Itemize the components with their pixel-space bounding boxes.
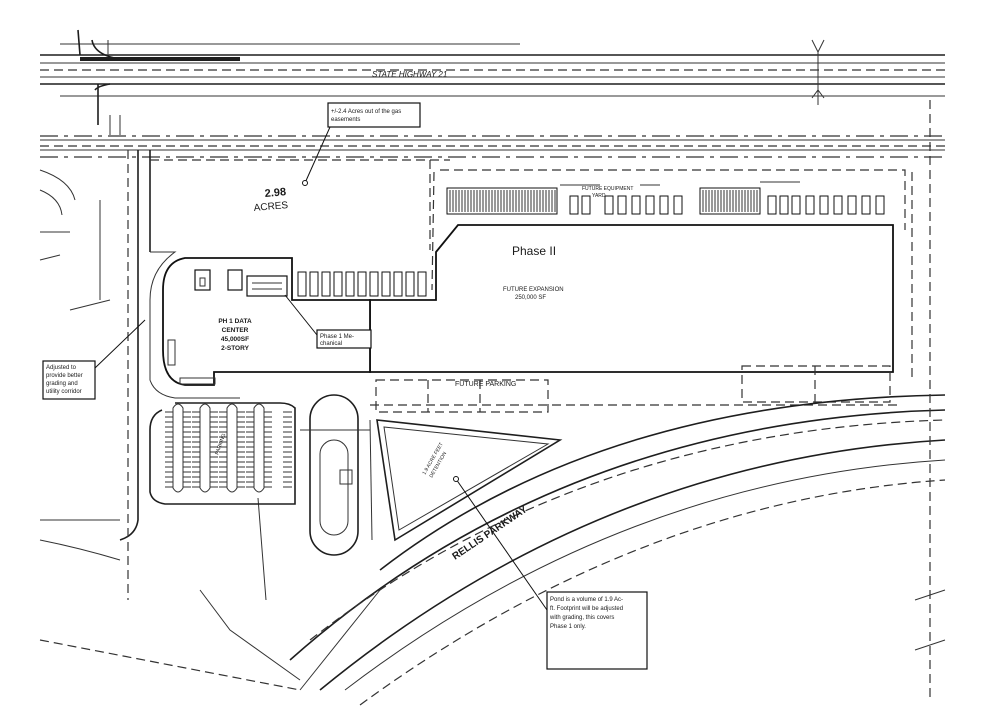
equipment-unit	[405, 271, 415, 297]
equipment-unit	[569, 195, 579, 215]
adjusted-note-2: provide better	[46, 373, 83, 379]
ph1-line-2: CENTER	[222, 327, 249, 334]
equipment-unit	[847, 195, 857, 215]
equipment-unit	[369, 271, 379, 297]
equipment-unit	[875, 195, 885, 215]
ph1-line-3: 45,000SF	[221, 336, 249, 343]
equipment-unit	[767, 195, 777, 215]
mechanical-note-1: Phase 1 Me-	[320, 334, 354, 340]
equipment-unit	[417, 271, 427, 297]
adjusted-note-3: grading and	[46, 381, 78, 387]
parking-island	[226, 403, 238, 493]
callout-mechanical: Phase 1 Me- chanical	[284, 294, 372, 349]
parking-island	[199, 403, 211, 493]
equipment-unit	[297, 271, 307, 297]
callout-gas-easement: +/-2.4 Acres out of the gas easements	[302, 102, 421, 186]
oval-drive	[300, 394, 370, 556]
parking-island	[172, 403, 184, 493]
equipment-unit	[631, 195, 641, 215]
equipment-unit	[333, 271, 343, 297]
phase-1-parking: PARKING	[149, 402, 296, 505]
detention-pond: 1.9 ACRE FEET DETENTION	[369, 419, 563, 542]
gas-easement-note-1: +/-2.4 Acres out of the gas	[331, 109, 401, 115]
east-side-lines	[914, 100, 946, 700]
state-highway-21: STATE HIGHWAY 21	[40, 29, 945, 125]
equipment-unit	[673, 195, 683, 215]
callout-adjusted: Adjusted to provide better grading and u…	[42, 319, 146, 400]
equipment-unit	[345, 271, 355, 297]
equipment-unit	[617, 195, 627, 215]
pond-note-1: Pond is a volume of 1.9 Ac-	[550, 597, 623, 603]
future-equipment-yard-label: YARD	[592, 193, 606, 199]
gas-easement-note-2: easements	[331, 117, 360, 123]
ph1-line-1: PH 1 DATA	[218, 318, 252, 325]
equipment-unit	[381, 271, 391, 297]
phase-1-data-center: PH 1 DATA CENTER 45,000SF 2-STORY	[149, 251, 427, 399]
mechanical-note-2: chanical	[320, 341, 342, 347]
callout-pond: Pond is a volume of 1.9 Ac- ft. Footprin…	[453, 476, 648, 670]
parking-island	[253, 403, 265, 493]
equipment-unit	[393, 271, 403, 297]
equipment-unit	[645, 195, 655, 215]
future-parking-label: FUTURE PARKING	[455, 381, 516, 388]
equipment-unit	[833, 195, 843, 215]
future-expansion-area: 250,000 SF	[515, 295, 546, 301]
equipment-unit	[581, 195, 591, 215]
rellis-parkway-label: RELLIS PARKWAY	[451, 504, 530, 562]
phase-2-label: Phase II	[512, 244, 556, 258]
equipment-unit	[819, 195, 829, 215]
equipment-unit	[321, 271, 331, 297]
equipment-unit	[861, 195, 871, 215]
ph1-line-4: 2-STORY	[221, 345, 249, 352]
future-parking: FUTURE PARKING	[370, 365, 900, 413]
equipment-unit	[779, 195, 789, 215]
acres-value: 2.98	[264, 186, 286, 200]
equipment-unit	[604, 195, 614, 215]
acres-unit: ACRES	[253, 200, 289, 214]
future-expansion-label: FUTURE EXPANSION	[503, 287, 564, 293]
adjusted-note-1: Adjusted to	[46, 365, 77, 371]
equipment-unit	[659, 195, 669, 215]
acres-parcel: 2.98 ACRES	[150, 159, 450, 250]
highway-label: STATE HIGHWAY 21	[372, 70, 447, 79]
west-boundary	[39, 150, 301, 691]
equipment-unit	[357, 271, 367, 297]
phase-2-building: Phase II FUTURE EXPANSION 250,000 SF	[369, 169, 913, 380]
pond-note-2: ft. Footprint will be adjusted	[550, 606, 623, 612]
pond-note-4: Phase 1 only.	[550, 624, 586, 630]
equipment-unit	[805, 195, 815, 215]
pond-note-3: with grading, this covers	[549, 615, 614, 621]
equipment-unit	[791, 195, 801, 215]
gas-easement-lines	[39, 115, 945, 261]
adjusted-note-4: utility corridor	[46, 389, 82, 395]
equipment-unit	[309, 271, 319, 297]
future-equipment-label: FUTURE EQUIPMENT	[582, 186, 633, 192]
future-equipment-yard: FUTURE EQUIPMENT YARD	[446, 181, 885, 215]
